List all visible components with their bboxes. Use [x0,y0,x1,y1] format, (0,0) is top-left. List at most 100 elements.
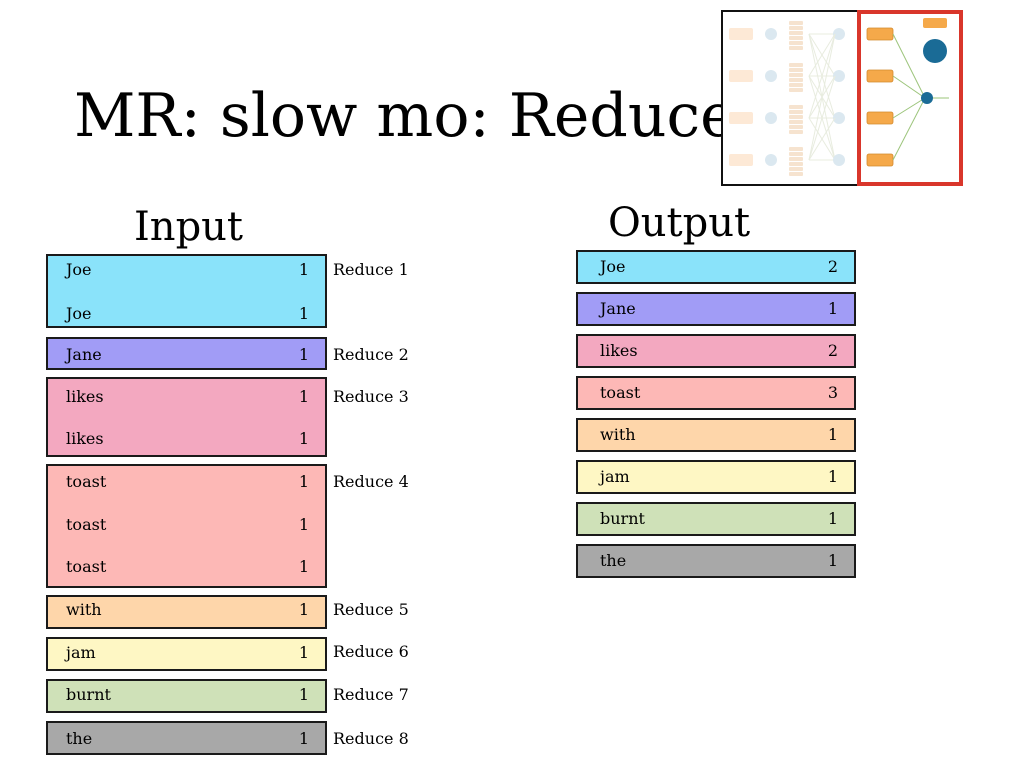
output-word: the [600,551,627,570]
thumb-shuffle-node [833,154,845,166]
reducer-label: Reduce 3 [333,387,409,406]
thumb-stack-item [789,157,803,161]
input-count: 1 [298,600,309,619]
output-row-content: with 1 [578,423,854,447]
input-word: Joe [66,260,92,279]
thumb-stack-item [789,125,803,129]
thumb-shuffle-line [808,33,836,77]
output-word: with [600,425,636,444]
output-count: 3 [827,383,838,402]
mapreduce-diagram-thumbnail [721,10,963,186]
thumb-shuffle-line [808,117,836,161]
output-count: 1 [827,551,838,570]
thumb-stack-item [789,31,803,35]
output-row: Jane 1 [576,292,856,326]
output-count: 1 [827,425,838,444]
reducer-label: Reduce 7 [333,685,409,704]
reducer-label: Reduce 6 [333,642,409,661]
thumb-stack-item [789,130,803,134]
thumb-stack-item [789,152,803,156]
thumb-stack-item [789,105,803,109]
thumb-stack-item [789,41,803,45]
thumb-stack-item [789,26,803,30]
output-word: Jane [600,299,636,318]
thumb-shuffle-node [833,70,845,82]
reducer-label: Reduce 5 [333,600,409,619]
output-word: jam [600,467,630,486]
slide-title: MR: slow mo: Reduce [74,81,736,151]
thumb-stack-item [789,21,803,25]
output-row: with 1 [576,418,856,452]
thumb-stack-item [789,115,803,119]
input-word: with [66,600,102,619]
output-word: Joe [600,257,626,276]
thumb-input-box [729,28,753,40]
thumb-input-box [729,112,753,124]
input-row: toast 1 [48,513,325,537]
input-count: 1 [298,387,309,406]
input-row: the 1 [48,727,325,751]
input-word: likes [66,429,104,448]
thumb-input-box [729,70,753,82]
thumb-reduce-line [892,75,926,99]
input-word: jam [66,643,96,662]
input-word: toast [66,515,107,534]
input-count: 1 [298,685,309,704]
output-row-content: the 1 [578,549,854,573]
input-count: 1 [298,515,309,534]
thumb-shuffle-line [808,75,836,161]
output-word: likes [600,341,638,360]
output-row-content: toast 3 [578,381,854,405]
output-row: toast 3 [576,376,856,410]
input-count: 1 [298,304,309,323]
thumb-stack-item [789,88,803,92]
thumb-stack-item [789,172,803,176]
input-row: Jane 1 [48,343,325,367]
input-row: likes 1 [48,385,325,409]
thumb-stack-item [789,63,803,67]
output-count: 1 [827,299,838,318]
thumb-reduce-line [892,97,926,119]
thumb-shuffle-line [808,33,836,119]
output-word: burnt [600,509,645,528]
thumb-computation-node [923,39,947,63]
thumb-label-node [923,18,947,28]
thumb-shuffle-node [833,112,845,124]
thumb-stack-item [789,83,803,87]
thumb-stack-item [789,73,803,77]
input-count: 1 [298,557,309,576]
thumb-stack-item [789,147,803,151]
input-row: burnt 1 [48,683,325,707]
input-word: burnt [66,685,111,704]
input-group-box: burnt 1 [46,679,327,713]
input-count: 1 [298,729,309,748]
input-word: likes [66,387,104,406]
input-word: the [66,729,93,748]
output-count: 1 [827,467,838,486]
input-word: Jane [66,345,102,364]
input-group-box: the 1 [46,721,327,755]
thumb-map-node [765,154,777,166]
thumb-stack-item [789,162,803,166]
thumb-reduce-line [892,33,926,99]
input-group-box: with 1 [46,595,327,629]
thumb-stack-item [789,120,803,124]
reducer-label: Reduce 8 [333,729,409,748]
output-word: toast [600,383,641,402]
thumb-map-node [765,70,777,82]
reducer-label: Reduce 1 [333,260,409,279]
thumb-map-node [765,112,777,124]
input-heading: Input [134,204,244,250]
input-count: 1 [298,345,309,364]
